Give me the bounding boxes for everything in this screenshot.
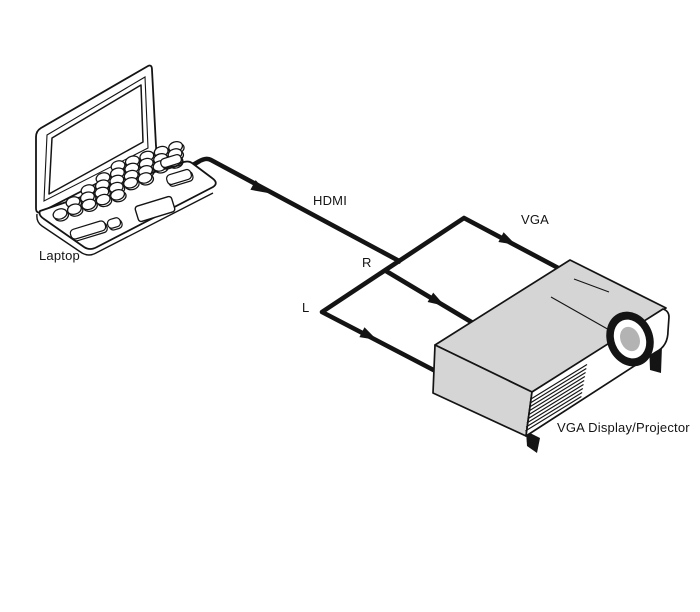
projector-top-accent-2: [550, 296, 612, 332]
projector-vent-line: [529, 368, 587, 404]
audio-left-arrow-icon: [359, 327, 377, 340]
laptop-illustration: [35, 64, 217, 256]
projector-vents: [525, 364, 588, 432]
audio-right-arrow-icon: [427, 292, 445, 306]
laptop-keyboard: [52, 140, 194, 242]
projector-illustration: [432, 259, 670, 453]
laptop-key: [52, 208, 68, 220]
laptop-key: [66, 203, 82, 216]
vga-arrow-icon: [498, 232, 516, 245]
vga-label: VGA: [521, 212, 550, 227]
projector-vent-line: [530, 364, 588, 400]
laptop-key: [110, 188, 126, 201]
audio-left-label: L: [302, 300, 310, 315]
audio-right-cable: [384, 269, 475, 325]
projector-label: VGA Display/Projector: [557, 420, 690, 435]
laptop-key-wide: [69, 220, 107, 240]
hdmi-arrow-icon: [250, 180, 268, 193]
laptop-key: [137, 172, 153, 184]
projector-lens-icon: [606, 311, 654, 367]
projector-vent-line: [527, 380, 585, 416]
laptop-key: [81, 198, 97, 211]
laptop-base-lip: [36, 192, 214, 256]
laptop-touchpad: [134, 195, 176, 223]
laptop-key-wide: [106, 217, 122, 229]
laptop-label: Laptop: [39, 248, 80, 263]
projector-top-accent-1: [573, 278, 610, 293]
projector-vent-line: [529, 372, 586, 408]
laptop-key: [123, 176, 139, 189]
audio-right-label: R: [362, 255, 372, 270]
projector-vent-line: [525, 396, 582, 432]
projector-vent-line: [527, 384, 584, 420]
laptop-screen: [48, 84, 144, 195]
hdmi-cable: [184, 156, 403, 265]
hdmi-label: HDMI: [313, 193, 348, 208]
laptop-key-wide: [165, 168, 193, 186]
laptop-key: [95, 193, 111, 206]
projector-vent-line: [526, 388, 584, 424]
projector-front-foot: [526, 431, 540, 453]
projector-vent-line: [525, 392, 583, 428]
arrowheads: [250, 180, 516, 340]
laptop-screen-frame: [43, 76, 149, 202]
projector-vent-line: [528, 376, 586, 412]
laptop-key-wide: [160, 153, 182, 169]
